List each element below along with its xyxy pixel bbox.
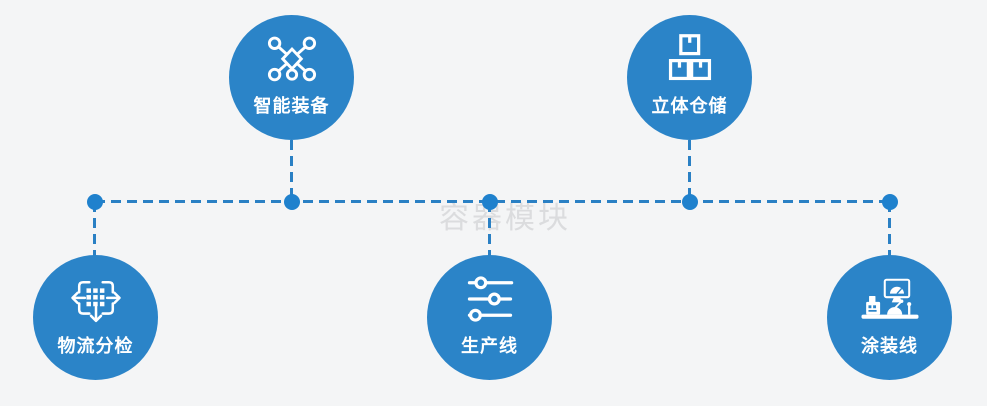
connector-logistics-sorting bbox=[93, 202, 96, 257]
junction-dot-production bbox=[482, 194, 498, 210]
junction-dot-smart-equipment bbox=[284, 194, 300, 210]
node-painting-line: 涂装线 bbox=[827, 255, 952, 380]
node-label: 涂装线 bbox=[861, 336, 918, 357]
node-label: 智能装备 bbox=[253, 96, 330, 117]
node-label: 生产线 bbox=[461, 336, 518, 357]
stacked-boxes-icon bbox=[657, 31, 723, 87]
node-label: 物流分检 bbox=[57, 336, 134, 357]
connector-painting-line bbox=[888, 202, 891, 257]
node-stereo-warehouse: 立体仓储 bbox=[627, 15, 752, 140]
connector-smart-equipment bbox=[290, 140, 293, 202]
node-production-line: 生产线 bbox=[427, 255, 552, 380]
sliders-icon bbox=[457, 271, 523, 327]
connector-stereo-warehouse bbox=[688, 140, 691, 202]
distribute-arrows-icon bbox=[63, 271, 129, 327]
node-smart-equipment: 智能装备 bbox=[229, 15, 354, 140]
network-nodes-icon bbox=[259, 31, 325, 87]
node-logistics-sorting: 物流分检 bbox=[33, 255, 158, 380]
watermark-text: 容器模块 bbox=[439, 201, 571, 236]
connector-production-line bbox=[488, 202, 491, 257]
junction-dot-logistics bbox=[87, 194, 103, 210]
junction-dot-warehouse bbox=[682, 194, 698, 210]
control-station-icon bbox=[857, 271, 923, 327]
junction-dot-painting bbox=[882, 194, 898, 210]
node-label: 立体仓储 bbox=[651, 96, 728, 117]
